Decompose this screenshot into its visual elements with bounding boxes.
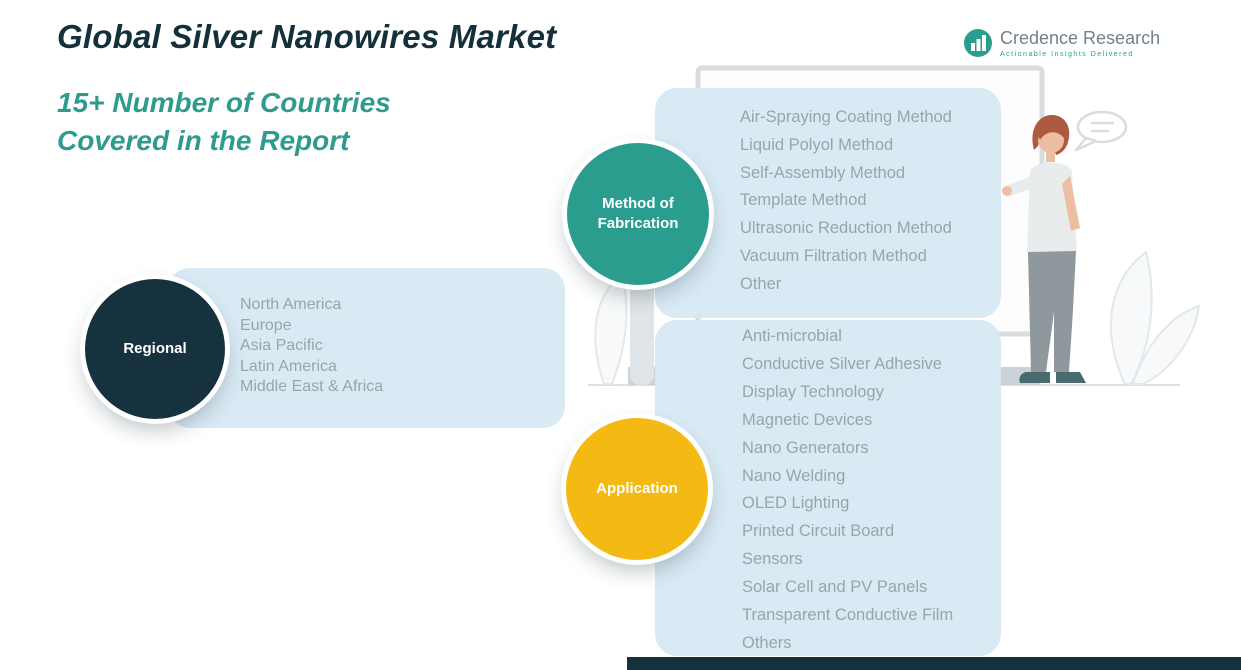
list-item: Others [742, 633, 792, 652]
page-subtitle-line1: 15+ Number of Countries [57, 87, 391, 118]
list-item: Ultrasonic Reduction Method [740, 219, 952, 238]
list-item: Middle East & Africa [240, 378, 384, 396]
bubble-regional-label: Regional [123, 339, 187, 357]
list-item: North America [240, 296, 342, 313]
list-item: Display Technology [742, 382, 884, 401]
list-item: Solar Cell and PV Panels [742, 578, 928, 597]
list-item: Latin America [240, 357, 337, 375]
brand-logo: Credence Research Actionable Insights De… [963, 28, 1160, 58]
bubble-method-of-fabrication: Method of Fabrication [567, 143, 709, 285]
speech-bubble-icon [1074, 110, 1128, 152]
list-item: OLED Lighting [742, 494, 850, 513]
list-item: Nano Welding [742, 466, 846, 485]
brand-tagline: Actionable Insights Delivered [1000, 51, 1134, 58]
list-item: Liquid Polyol Method [740, 135, 894, 154]
list-item: Nano Generators [742, 438, 869, 457]
person-illustration [1002, 114, 1086, 383]
bubble-regional: Regional [85, 279, 225, 419]
leaf-decoration-left [594, 272, 628, 385]
list-item: Self-Assembly Method [740, 163, 906, 182]
list-item: Conductive Silver Adhesive [742, 354, 942, 373]
bar-chart-circle-icon [964, 29, 992, 57]
leaf-decoration-right [1109, 250, 1201, 385]
brand-name: Credence Research [1000, 28, 1161, 48]
bubble-application-label: Application [596, 479, 678, 497]
list-item: Magnetic Devices [742, 410, 873, 429]
list-item: Anti-microbial [742, 327, 842, 345]
page-subtitle: 15+ Number of Countries Covered in the R… [57, 84, 391, 160]
page-subtitle-line2: Covered in the Report [57, 125, 350, 156]
list-item: Printed Circuit Board [742, 522, 895, 541]
list-item: Sensors [742, 550, 803, 569]
bubble-application: Application [566, 418, 708, 560]
list-item: Other [740, 274, 782, 293]
list-item: Air-Spraying Coating Method [740, 108, 952, 126]
bubble-method-label: Method of Fabrication [597, 194, 679, 232]
list-item: Transparent Conductive Film [742, 606, 954, 625]
bottom-accent-bar [627, 657, 1241, 670]
list-item: Asia Pacific [240, 337, 323, 355]
page-title: Global Silver Nanowires Market [57, 18, 557, 55]
brand-text: Credence Research Actionable Insights De… [1000, 28, 1160, 58]
list-item: Europe [240, 316, 292, 334]
list-item: Vacuum Filtration Method [740, 246, 927, 265]
list-item: Template Method [740, 191, 867, 210]
